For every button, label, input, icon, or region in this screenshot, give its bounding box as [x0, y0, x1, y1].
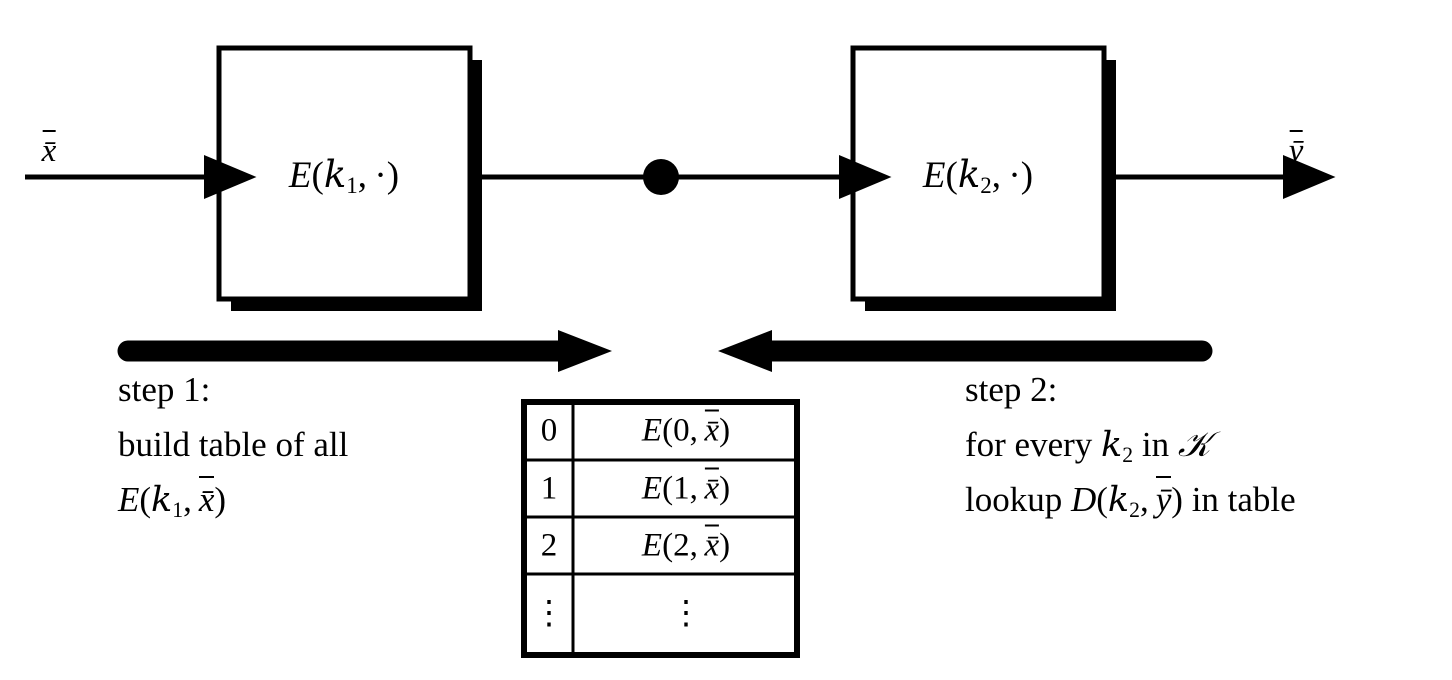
row1-index: 1: [673, 470, 690, 507]
table-row-0-key: 0: [540, 412, 558, 449]
block2-dot: ·: [1008, 154, 1021, 196]
output-label-ybar: ȳ: [1288, 129, 1304, 169]
step2-key2: k: [1107, 480, 1130, 520]
step1-E: E: [118, 480, 140, 519]
block1-comma: ,: [357, 154, 367, 196]
step2-D: D: [1070, 480, 1097, 519]
row0-paren-open: (: [662, 412, 674, 449]
row1-E: E: [641, 470, 663, 507]
table-row-1-value: E(1, x̄): [641, 467, 731, 507]
block1-paren-close: ): [386, 154, 400, 196]
block2-key-sub: 2: [980, 173, 992, 199]
row0-comma: ,: [689, 412, 698, 449]
table-row-1-key: 1: [540, 470, 558, 507]
step2-line3: lookup D(k2, ȳ) in table: [965, 476, 1296, 523]
step1-line3: E(k1, x̄): [118, 476, 227, 523]
block2-comma: ,: [991, 154, 1001, 196]
row0-index: 0: [673, 412, 690, 449]
row2-E: E: [641, 527, 663, 564]
block1-key-sub: 1: [346, 173, 358, 199]
block1-E: E: [288, 154, 312, 196]
input-label-xbar: x̄: [41, 129, 57, 169]
step2-arg-ybar: ȳ: [1155, 476, 1172, 519]
block-label-encrypt-k1: E(k1, ·): [289, 156, 399, 198]
step1-paren-open: (: [139, 480, 152, 519]
row1-arg-xbar: x̄: [704, 467, 720, 507]
step2-paren-open: (: [1096, 480, 1108, 519]
table-row-2-value: E(2, x̄): [641, 524, 731, 564]
block2-E: E: [922, 154, 946, 196]
block-label-encrypt-k2: E(k2, ·): [923, 156, 1033, 198]
block2-key: k: [957, 152, 981, 196]
table-row-3-key: ⋮: [532, 595, 566, 632]
step1-line1: step 1:: [118, 370, 211, 409]
step2-lookup: lookup: [965, 480, 1063, 519]
block1-key: k: [323, 152, 347, 196]
step2-in-table: in table: [1191, 480, 1296, 519]
block-encrypt-k1: [216, 45, 473, 302]
step1-comma: ,: [183, 480, 192, 519]
row1-paren-close: ): [719, 470, 731, 507]
step2-keyspace: 𝒦: [1177, 425, 1211, 465]
row0-E: E: [641, 412, 663, 449]
step1-arrow: [117, 330, 612, 372]
step2-for-every: for every: [965, 425, 1093, 464]
row2-paren-close: ): [719, 527, 731, 564]
row2-comma: ,: [689, 527, 698, 564]
step2-comma: ,: [1139, 480, 1149, 519]
row0-paren-close: ): [719, 412, 731, 449]
row2-arg-xbar: x̄: [704, 524, 720, 564]
table-row-3-value: ⋮: [669, 595, 703, 632]
junction-dot: [643, 159, 679, 195]
step1-paren-close: ): [214, 480, 227, 519]
row1-paren-open: (: [662, 470, 674, 507]
step2-paren-close: ): [1171, 480, 1183, 519]
step2-arrow: [718, 330, 1213, 372]
step2-key-sub: 2: [1122, 443, 1134, 468]
row0-arg-xbar: x̄: [704, 409, 720, 449]
step2-in: in: [1141, 425, 1170, 464]
table-row-0-value: E(0, x̄): [641, 409, 731, 449]
block1-paren-open: (: [311, 154, 324, 196]
table-row-2-key: 2: [540, 527, 558, 564]
step2-line2: for every k2 in 𝒦: [965, 427, 1210, 467]
row2-paren-open: (: [662, 527, 674, 564]
block2-paren-open: (: [945, 154, 958, 196]
block2-paren-close: ): [1020, 154, 1034, 196]
step2-key: k: [1101, 425, 1123, 465]
step1-arg-xbar: x̄: [198, 476, 215, 519]
step1-line2: build table of all: [118, 425, 349, 464]
row1-comma: ,: [689, 470, 698, 507]
step2-line1: step 2:: [965, 370, 1058, 409]
step2-key2-sub: 2: [1129, 498, 1140, 523]
step1-key-sub: 1: [172, 498, 184, 523]
row2-index: 2: [673, 527, 690, 564]
block1-dot: ·: [374, 154, 387, 196]
step1-key: k: [151, 480, 173, 520]
table-grid: [521, 399, 800, 658]
